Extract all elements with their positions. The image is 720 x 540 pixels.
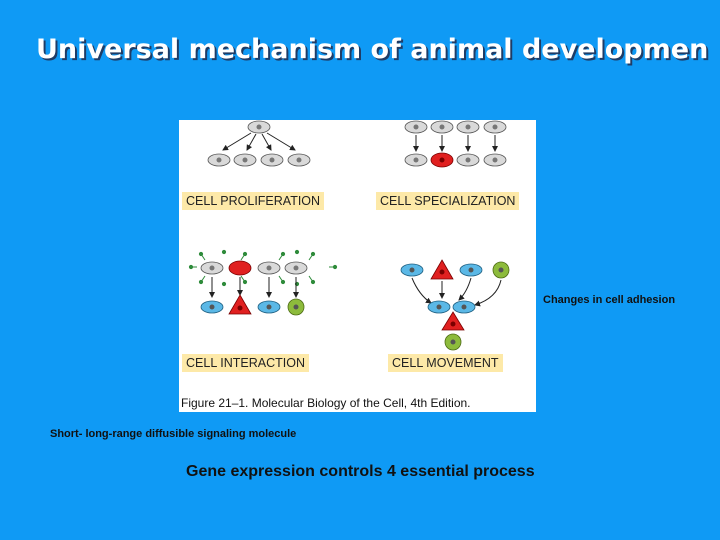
annotation-signaling: Short- long-range diffusible signaling m… — [50, 428, 297, 440]
bottom-statement: Gene expression controls 4 essential pro… — [186, 463, 535, 480]
label-cell-proliferation: CELL PROLIFERATION — [182, 192, 325, 210]
label-cell-interaction: CELL INTERACTION — [182, 354, 310, 372]
figure-panel: CELL PROLIFERATION CELL SPECIALIZATION C… — [179, 120, 536, 412]
interaction-diagram — [188, 249, 338, 316]
cell-process-diagram — [188, 120, 510, 351]
label-cell-specialization: CELL SPECIALIZATION — [376, 192, 520, 210]
annotation-adhesion: Changes in cell adhesion — [543, 294, 676, 306]
figure-caption: Figure 21–1. Molecular Biology of the Ce… — [181, 396, 471, 410]
proliferation-diagram — [207, 120, 311, 167]
movement-diagram — [400, 259, 510, 351]
label-cell-movement: CELL MOVEMENT — [388, 354, 503, 372]
specialization-diagram — [404, 120, 507, 168]
slide-title: Universal mechanism of animal developmen — [36, 34, 709, 65]
